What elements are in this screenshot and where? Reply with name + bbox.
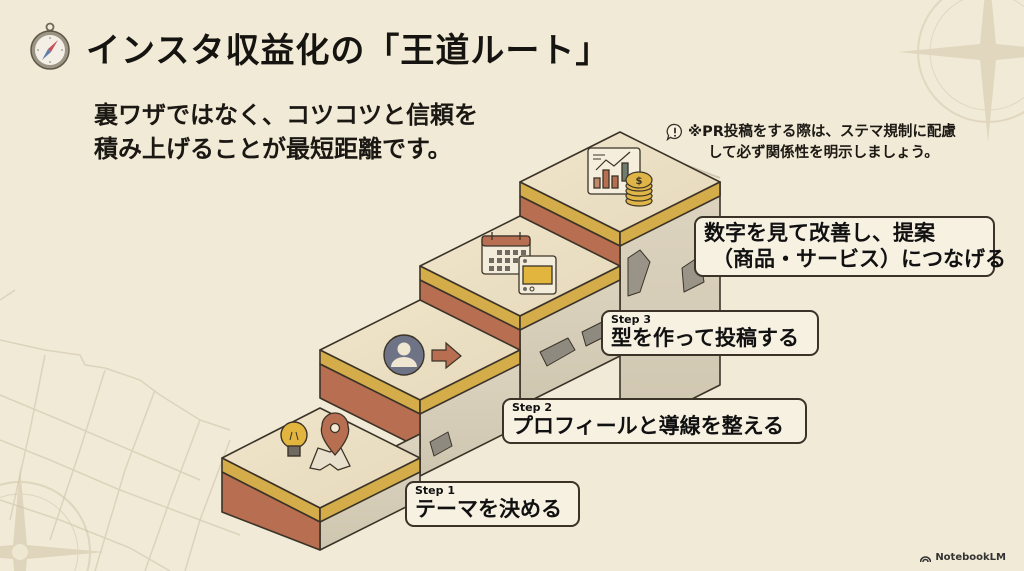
calendar-icon [481,232,531,275]
svg-text:$: $ [636,176,643,187]
coin-stack-icon: $ [625,171,653,207]
step-4-text-line-1: 数字を見て改善し、提案 [704,221,935,245]
step-3-number: Step 3 [611,313,651,326]
note-line-2: して必ず関係性を明示しましょう。 [708,145,939,161]
user-profile-icon [383,334,425,376]
step-2-text: プロフィールと導線を整える [512,414,784,438]
step-3-label: Step 3 型を作って投稿する [601,310,819,356]
notebooklm-brand: NotebookLM [920,552,1006,563]
compass-icon [30,22,70,70]
note-line-1: ※PR投稿をする際は、ステマ規制に配慮 [688,124,956,140]
post-card-icon [518,255,557,295]
lightbulb-icon [280,421,308,457]
step-2-number: Step 2 [512,401,552,414]
map-pin-icon [309,412,351,471]
subtitle-line-2: 積み上げることが最短距離です。 [94,135,452,163]
step-3-text: 型を作って投稿する [611,326,799,350]
step-2-label: Step 2 プロフィールと導線を整える [502,398,807,444]
step-1-number: Step 1 [415,484,455,497]
pr-note: ※PR投稿をする際は、ステマ規制に配慮 して必ず関係性を明示しましょう。 [666,122,956,164]
subtitle-line-1: 裏ワザではなく、コツコツと信頼を [94,101,478,129]
header: インスタ収益化の「王道ルート」 [28,22,610,72]
step-1-label: Step 1 テーマを決める [405,481,580,527]
step-1-text: テーマを決める [415,497,562,521]
notebooklm-logo-icon [920,555,932,562]
page-title: インスタ収益化の「王道ルート」 [86,30,611,71]
brand-label: NotebookLM [935,552,1006,563]
arrow-right-icon [431,341,462,370]
step-4-text-line-2: （商品・サービス）につなげる [712,247,1006,271]
step-4-label: 数字を見て改善し、提案 （商品・サービス）につなげる [694,216,1006,277]
subtitle: 裏ワザではなく、コツコツと信頼を 積み上げることが最短距離です。 [94,98,478,166]
exclamation-speech-bubble-icon [666,123,683,141]
